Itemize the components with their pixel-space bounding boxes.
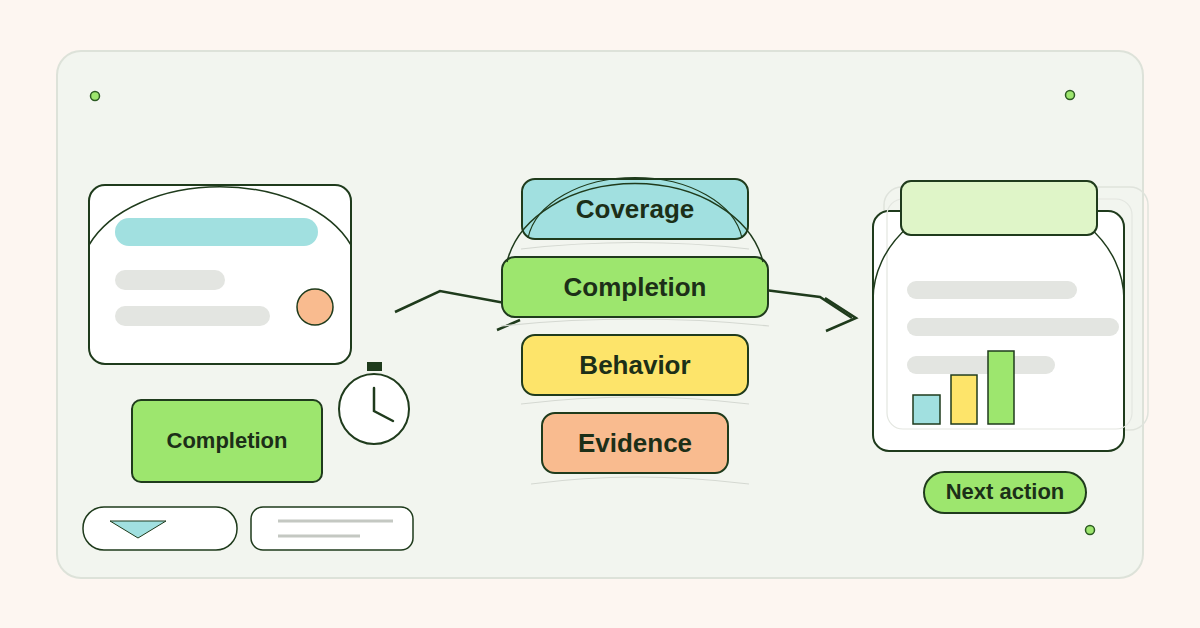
flow-line	[765, 290, 852, 318]
panel	[57, 51, 1143, 578]
action-pill: Next action	[923, 471, 1087, 514]
corner-dot	[1086, 526, 1095, 535]
layer-box: Behavior	[521, 334, 749, 396]
dropdown-control	[83, 507, 237, 550]
corner-dot	[1066, 91, 1075, 100]
node-label: Next action	[946, 480, 1065, 504]
chart-bar	[913, 395, 940, 424]
card-line	[907, 281, 1077, 299]
card-dot	[297, 289, 333, 325]
layer-box: Coverage	[521, 178, 749, 240]
shadow-line	[531, 477, 749, 484]
stopwatch-knob	[367, 362, 382, 371]
stack-arc	[507, 184, 763, 262]
step-box: Completion	[131, 399, 323, 483]
flow-line	[395, 291, 505, 312]
card-line	[115, 306, 270, 326]
node-label: Completion	[564, 273, 707, 302]
dropdown-triangle	[110, 521, 166, 538]
layer-box: Evidence	[541, 412, 729, 474]
node-label: Behavior	[579, 351, 690, 380]
stack-arc	[528, 178, 742, 238]
text-field	[251, 507, 413, 550]
corner-dot	[91, 92, 100, 101]
node-label: Coverage	[576, 195, 695, 224]
stopwatch-hands	[374, 388, 393, 421]
card-line	[907, 318, 1119, 336]
arrow-head	[825, 298, 856, 331]
chart-bar	[951, 375, 977, 424]
card-line	[907, 356, 1055, 374]
field-line	[278, 520, 393, 523]
card-line	[115, 270, 225, 290]
result-card	[873, 211, 1124, 451]
shadow-line	[501, 319, 769, 326]
node-label: Evidence	[578, 429, 692, 458]
card-arc	[89, 187, 351, 245]
card-tab	[901, 181, 1097, 235]
stopwatch	[339, 374, 409, 444]
shadow-line	[521, 243, 749, 250]
layer-box: Completion	[501, 256, 769, 318]
card-bar	[115, 218, 318, 246]
node-label: Completion	[167, 429, 288, 453]
field-line	[278, 535, 360, 538]
shadow-line	[521, 397, 749, 404]
source-card	[89, 185, 351, 364]
chart-bar	[988, 351, 1014, 424]
